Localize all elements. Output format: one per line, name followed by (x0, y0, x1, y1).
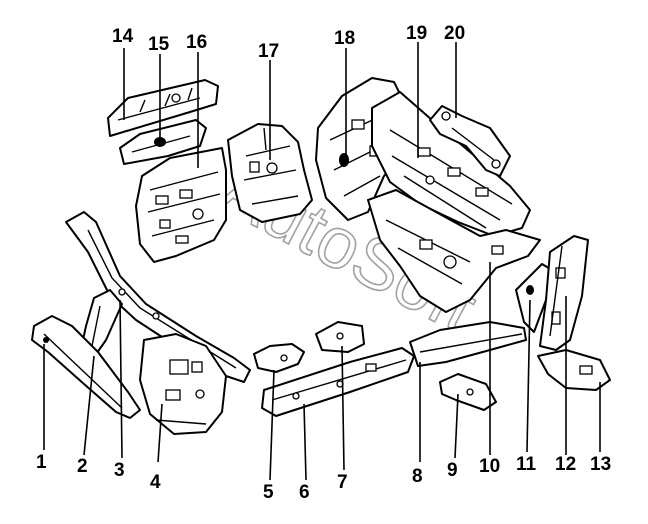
part-20-wiper-bracket (429, 105, 511, 177)
part-5-small-bracket (253, 343, 305, 373)
callout-1: 1 (36, 452, 47, 473)
callout-6: 6 (299, 482, 310, 503)
part-2-support-strut (79, 289, 123, 361)
callout-4: 4 (150, 472, 161, 493)
callout-3: 3 (114, 460, 125, 481)
part-16-left-apron (135, 147, 227, 263)
callout-18: 18 (334, 28, 355, 49)
callout-12: 12 (555, 454, 576, 475)
callout-13: 13 (590, 454, 611, 475)
part-8-rear-rail (409, 321, 527, 367)
part-15-inner-bracket (119, 119, 207, 165)
part-19-cowl-panel (371, 91, 531, 237)
part-7-mount-bracket (315, 321, 365, 353)
part-6-frame-rail (261, 347, 415, 417)
part-10-lower-firewall (367, 189, 541, 313)
part-12-hinge-pillar (539, 235, 589, 351)
leader-lines (43, 42, 601, 481)
callout-15: 15 (148, 34, 170, 55)
callout-labels: 1 2 3 4 5 6 7 8 9 10 11 12 13 14 15 16 1… (36, 23, 611, 503)
part-1-lower-rail (31, 315, 141, 419)
callout-16: 16 (186, 32, 207, 53)
part-17-suspension-tower (227, 123, 313, 223)
callout-14: 14 (112, 26, 134, 47)
callout-5: 5 (263, 482, 274, 503)
callout-17: 17 (258, 41, 279, 62)
callout-11: 11 (516, 454, 537, 475)
part-13-sill-extension (537, 349, 611, 391)
callout-20: 20 (444, 23, 465, 44)
callout-10: 10 (479, 456, 500, 477)
part-14-upper-bracket (107, 79, 219, 137)
part-9-bracket (439, 373, 497, 411)
callout-7: 7 (337, 472, 348, 493)
callout-9: 9 (447, 460, 458, 481)
callout-2: 2 (77, 456, 88, 477)
callout-19: 19 (406, 23, 427, 44)
callout-8: 8 (412, 466, 423, 487)
